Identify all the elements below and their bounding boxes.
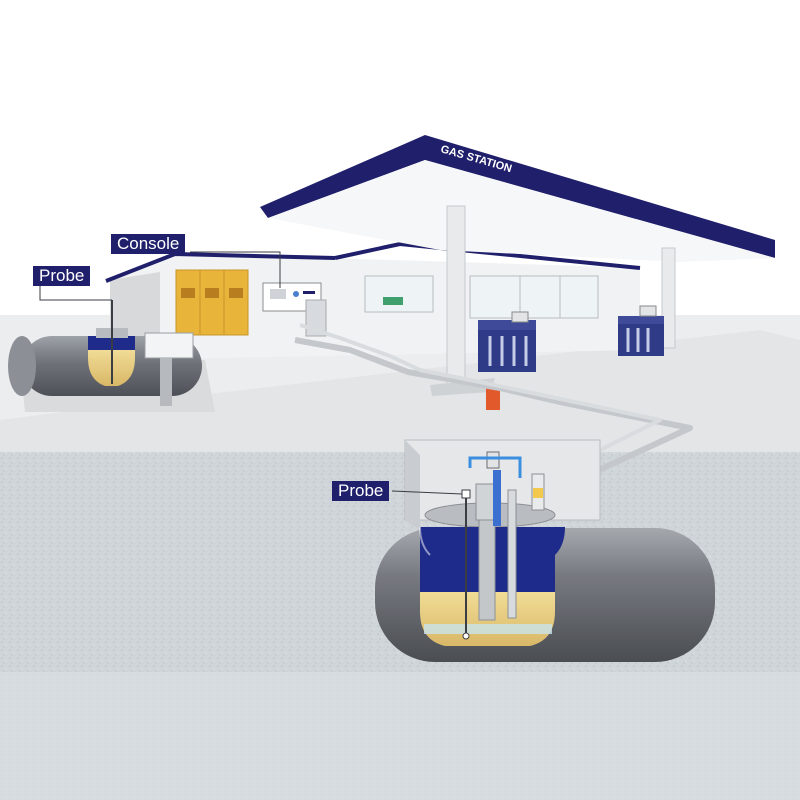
shop-window (364, 275, 434, 313)
canopy: GAS STATION (260, 135, 775, 262)
fuel-dispenser-front (478, 311, 536, 372)
console-label: Console (111, 234, 186, 254)
forecourt-slab (0, 330, 800, 455)
probe-label-underground: Probe (332, 481, 390, 501)
underground-tank-pit (404, 439, 601, 530)
soil-band (0, 672, 800, 800)
tank-risers (468, 451, 545, 621)
callout-leaders (39, 251, 463, 495)
dispenser-sump (486, 388, 500, 410)
canopy-pillar-right (661, 247, 676, 349)
probe-label-above-ground: Probe (33, 266, 91, 286)
dispenser-box (144, 332, 194, 359)
shop-window-2 (469, 275, 599, 319)
canopy-pillar-left (446, 205, 466, 387)
fuel-dispenser-back (618, 305, 664, 356)
underground-tank (375, 526, 715, 662)
garage-doors (175, 269, 249, 336)
above-ground-tank (8, 300, 215, 412)
